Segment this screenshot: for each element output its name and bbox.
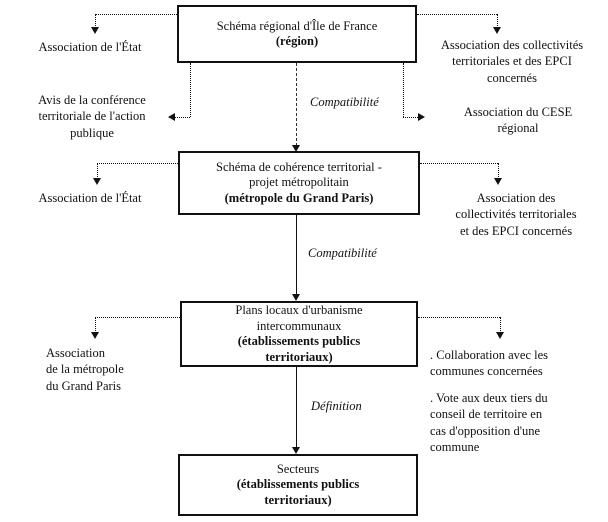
connector-box1-bottomleft-vertical <box>190 63 191 117</box>
box-secteurs: Secteurs (établissements publics territo… <box>178 454 418 516</box>
connector-box2-left-horizontal <box>97 163 178 164</box>
connector-box2-left-vertical <box>97 163 98 179</box>
box-schema-regional-title: Schéma régional d'Île de France <box>216 18 378 33</box>
arrowhead-cese-right-icon <box>418 113 425 121</box>
label-association-metropole: Association de la métropole du Grand Par… <box>46 346 124 393</box>
arrowhead-box1-right-down-icon <box>493 27 501 34</box>
box-schema-coherence-subtitle: (métropole du Grand Paris) <box>224 190 374 205</box>
box-schema-regional-subtitle: (région) <box>275 34 319 48</box>
label-association-collectivites-2: Association des collectivités territoria… <box>455 191 577 238</box>
flow-label-definition: Définition <box>311 399 362 413</box>
connector-box1-right-horizontal <box>417 14 497 15</box>
arrowhead-box3-right-down-icon <box>496 332 504 339</box>
arrowhead-box1-left-down-icon <box>91 27 99 34</box>
connector-box3-left-vertical <box>95 317 96 333</box>
label-avis-conference: Avis de la conférence territoriale de l'… <box>38 93 146 140</box>
flow-label-compatibilite-1: Compatibilité <box>310 95 379 109</box>
arrowhead-plui-to-secteurs-icon <box>292 447 300 454</box>
connector-box1-bottomleft-horizontal <box>175 117 190 118</box>
box-plans-locaux-title: Plans locaux d'urbanisme intercommunaux <box>235 303 363 333</box>
box-secteurs-subtitle: (établissements publics territoriaux) <box>236 477 360 507</box>
arrowhead-box3-left-down-icon <box>91 332 99 339</box>
flow-arrow-scot-to-plui <box>296 215 297 296</box>
flow-arrow-plui-to-secteurs <box>296 367 297 449</box>
arrowhead-scot-to-plui-icon <box>292 294 300 301</box>
connector-box1-left-vertical <box>95 14 96 28</box>
label-association-etat-2: Association de l'État <box>38 191 142 205</box>
connector-box3-right-horizontal <box>418 317 500 318</box>
connector-box1-right-vertical <box>497 14 498 28</box>
label-vote-deux-tiers: . Vote aux deux tiers du conseil de terr… <box>430 391 548 454</box>
flow-label-compatibilite-2: Compatibilité <box>308 246 377 260</box>
connector-box1-bottomright-vertical <box>403 63 404 117</box>
label-association-cese: Association du CESE régional <box>463 105 573 136</box>
label-association-collectivites-1: Association des collectivités territoria… <box>440 38 584 85</box>
connector-box2-right-vertical <box>498 163 499 179</box>
arrowhead-box2-right-down-icon <box>494 178 502 185</box>
label-collaboration-communes: . Collaboration avec les communes concer… <box>430 348 549 379</box>
box-secteurs-title: Secteurs <box>276 461 320 476</box>
box-schema-coherence-title: Schéma de cohérence territorial - projet… <box>216 159 382 190</box>
label-association-etat-1: Association de l'État <box>38 40 142 54</box>
arrowhead-conference-left-icon <box>168 113 175 121</box>
arrowhead-box2-left-down-icon <box>93 178 101 185</box>
connector-box1-bottomright-horizontal <box>403 117 418 118</box>
box-plans-locaux-subtitle: (établissements publics territoriaux) <box>237 334 361 364</box>
box-plans-locaux: Plans locaux d'urbanisme intercommunaux … <box>180 301 418 367</box>
arrowhead-region-to-scot-icon <box>292 145 300 152</box>
connector-box3-left-horizontal <box>95 317 180 318</box>
connector-box3-right-vertical <box>500 317 501 333</box>
box-schema-coherence: Schéma de cohérence territorial - projet… <box>178 151 420 215</box>
connector-box1-left-horizontal <box>95 14 177 15</box>
flow-arrow-region-to-scot <box>296 63 297 146</box>
box-schema-regional: Schéma régional d'Île de France (région) <box>177 5 417 63</box>
connector-box2-right-horizontal <box>420 163 498 164</box>
